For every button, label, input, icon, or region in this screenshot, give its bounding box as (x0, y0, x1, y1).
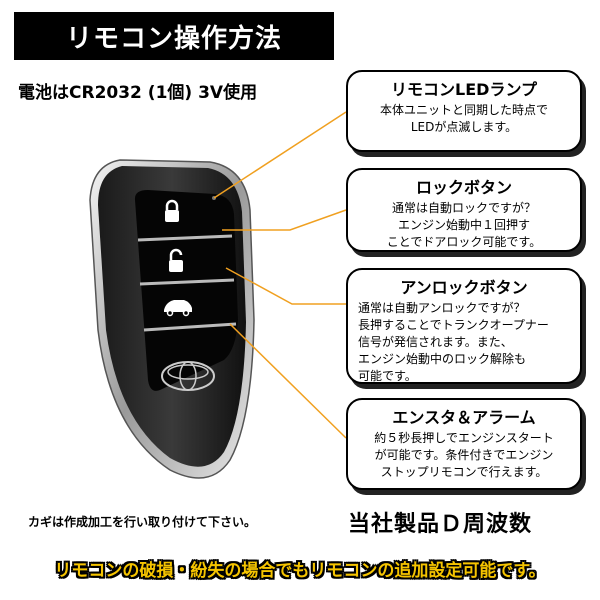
callout-connectors (213, 111, 347, 439)
toyota-logo (161, 361, 215, 391)
unlock-icon (169, 248, 183, 272)
callout-body: 通常は自動アンロックですが？ 長押することでトランクオープナー 信号が発信されま… (358, 301, 549, 383)
trunk-icon (164, 300, 192, 317)
callout-body: 約５秒長押しでエンジンスタート が可能です。条件付きでエンジン ストップリモコン… (374, 431, 554, 479)
callout-title: ロックボタン (415, 178, 512, 197)
callout-led-lamp: リモコンLEDランプ 本体ユニットと同期した時点で LEDが点滅します。 (346, 70, 582, 152)
callout-title: エンスタ＆アラーム (392, 408, 536, 427)
callout-title: アンロックボタン (400, 278, 528, 297)
battery-info: 電池はCR2032 (1個) 3V使用 (18, 83, 258, 103)
callout-body: 通常は自動ロックですが？ エンジン始動中１回押す ことでドアロック可能です。 (386, 201, 542, 249)
footer-banner: リモコンの破損・紛失の場合でもリモコンの追加設定可能です。 (54, 561, 546, 581)
callout-title: リモコンLEDランプ (391, 80, 537, 99)
callout-lock-button: ロックボタン 通常は自動ロックですが？ エンジン始動中１回押す ことでドアロック… (346, 168, 582, 252)
product-frequency: 当社製品Ｄ周波数 (348, 512, 533, 537)
callout-unlock-button: アンロックボタン 通常は自動アンロックですが？ 長押することでトランクオープナー… (346, 268, 582, 384)
callout-body: 本体ユニットと同期した時点で LEDが点滅します。 (379, 103, 548, 134)
installation-note: カギは作成加工を行い取り付けて下さい。 (28, 515, 257, 529)
page-title: リモコン操作方法 (14, 12, 334, 60)
callout-engine-start-alarm: エンスタ＆アラーム 約５秒長押しでエンジンスタート が可能です。条件付きでエンジ… (346, 398, 582, 490)
lock-icon (165, 199, 179, 222)
